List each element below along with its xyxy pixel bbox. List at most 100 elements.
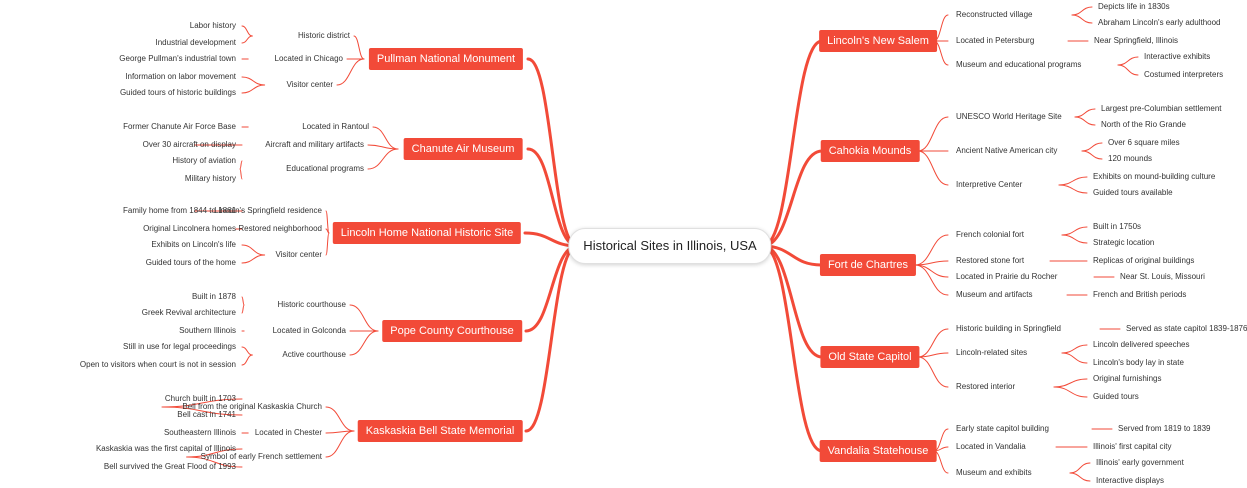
leaf-connector [1074, 108, 1096, 118]
leaf-topic[interactable]: Southern Illinois [179, 326, 236, 335]
leaf-topic[interactable]: George Pullman's industrial town [119, 54, 236, 63]
branch-topic[interactable]: Pope County Courthouse [382, 320, 522, 342]
subtopic[interactable]: Museum and educational programs [956, 60, 1082, 69]
subtopic[interactable]: Restored neighborhood [238, 224, 322, 233]
branch-topic[interactable]: Chanute Air Museum [403, 138, 523, 160]
leaf-topic[interactable]: Original furnishings [1093, 374, 1162, 383]
branch-connector [325, 232, 330, 256]
subtopic[interactable]: Historic district [297, 31, 350, 40]
leaf-topic[interactable]: Lincoln delivered speeches [1093, 340, 1190, 349]
subtopic[interactable]: Restored stone fort [956, 256, 1025, 265]
subtopic[interactable]: French colonial fort [956, 230, 1025, 239]
leaf-topic[interactable]: Military history [184, 174, 236, 183]
leaf-connector [241, 25, 253, 37]
subtopic[interactable]: Interpretive Center [956, 180, 1023, 189]
leaf-topic[interactable]: Abraham Lincoln's early adulthood [1098, 18, 1221, 27]
leaf-topic[interactable]: Served from 1819 to 1839 [1118, 424, 1211, 433]
leaf-topic[interactable]: Interactive exhibits [1144, 52, 1211, 61]
leaf-topic[interactable]: North of the Rio Grande [1101, 120, 1186, 129]
branch-topic[interactable]: Fort de Chartres [819, 254, 917, 276]
subtopic[interactable]: Located in Vandalia [956, 442, 1026, 451]
branch-topic[interactable]: Kaskaskia Bell State Memorial [357, 420, 523, 442]
subtopic[interactable]: Bell from the original Kaskaskia Church [182, 402, 322, 411]
subtopic[interactable]: Historic courthouse [277, 300, 346, 309]
leaf-topic[interactable]: Served as state capitol 1839-1876 [1126, 324, 1247, 333]
subtopic[interactable]: Lincoln-related sites [956, 348, 1028, 357]
leaf-topic[interactable]: Greek Revival architecture [141, 308, 236, 317]
leaf-connector [1081, 142, 1103, 152]
leaf-topic[interactable]: Guided tours of the home [145, 258, 236, 267]
leaf-topic[interactable]: Open to visitors when court is not in se… [79, 360, 236, 369]
subtopic[interactable]: Located in Rantoul [302, 122, 369, 131]
subtopic[interactable]: Reconstructed village [956, 10, 1033, 19]
leaf-topic[interactable]: Largest pre-Columbian settlement [1101, 104, 1222, 113]
leaf-topic[interactable]: Near Springfield, Illinois [1094, 36, 1179, 45]
subtopic[interactable]: Active courthouse [282, 350, 346, 359]
leaf-topic[interactable]: 120 mounds [1108, 154, 1153, 163]
leaf-topic[interactable]: Guided tours of historic buildings [119, 88, 236, 97]
leaf-topic[interactable]: Strategic location [1093, 238, 1155, 247]
leaf-topic[interactable]: Information on labor movement [125, 72, 236, 81]
leaf-topic[interactable]: French and British periods [1093, 290, 1187, 299]
leaf-topic[interactable]: Labor history [189, 21, 236, 30]
leaf-topic[interactable]: Built in 1878 [191, 292, 236, 301]
subtopic[interactable]: Early state capitol building [956, 424, 1049, 433]
leaf-topic[interactable]: Depicts life in 1830s [1098, 2, 1170, 11]
subtopic[interactable]: Visitor center [286, 80, 333, 89]
subtopic[interactable]: Symbol of early French settlement [200, 452, 322, 461]
subtopic[interactable]: Located in Chester [254, 428, 322, 437]
subtopic[interactable]: Aircraft and military artifacts [265, 140, 364, 149]
subtopic[interactable]: Historic building in Springfield [956, 324, 1061, 333]
leaf-topic[interactable]: Bell survived the Great Flood of 1993 [103, 462, 236, 471]
branch-topic[interactable]: Cahokia Mounds [820, 140, 920, 162]
leaf-topic[interactable]: Illinois' first capital city [1093, 442, 1172, 451]
leaf-topic[interactable]: Still in use for legal proceedings [123, 342, 236, 351]
root-topic[interactable]: Historical Sites in Illinois, USA [568, 228, 772, 264]
branch-topic[interactable]: Pullman National Monument [368, 48, 524, 70]
leaf-topic[interactable]: Interactive displays [1096, 476, 1165, 485]
leaf-topic[interactable]: Lincoln's body lay in state [1093, 358, 1184, 367]
leaf-connector [1071, 6, 1093, 16]
leaf-topic[interactable]: Industrial development [155, 38, 237, 47]
leaf-topic[interactable]: Replicas of original buildings [1093, 256, 1195, 265]
branch-topic[interactable]: Lincoln's New Salem [819, 30, 937, 52]
leaf-topic[interactable]: Church built in 1703 [164, 394, 236, 403]
leaf-topic[interactable]: Kaskaskia was the first capital of Illin… [95, 444, 236, 453]
subtopic[interactable]: Located in Prairie du Rocher [956, 272, 1058, 281]
leaf-connector [1074, 116, 1096, 126]
leaf-topic[interactable]: Over 30 aircraft on display [142, 140, 236, 149]
subtopic[interactable]: Located in Petersburg [956, 36, 1035, 45]
leaf-topic[interactable]: Guided tours [1093, 392, 1139, 401]
leaf-connector [241, 244, 266, 256]
subtopic[interactable]: Museum and exhibits [956, 468, 1032, 477]
subtopic[interactable]: UNESCO World Heritage Site [956, 112, 1062, 121]
leaf-topic[interactable]: Near St. Louis, Missouri [1120, 272, 1205, 281]
root-connector [524, 244, 579, 433]
branch-connector [914, 234, 949, 266]
leaf-topic[interactable]: Original Lincolnera homes [143, 224, 236, 233]
subtopic[interactable]: Lincoln's Springfield residence [214, 206, 322, 215]
leaf-topic[interactable]: Family home from 1844 to 1861 [123, 206, 236, 215]
branch-topic[interactable]: Vandalia Statehouse [819, 440, 937, 462]
leaf-topic[interactable]: Bell cast in 1741 [177, 410, 236, 419]
subtopic[interactable]: Located in Golconda [272, 326, 346, 335]
leaf-topic[interactable]: History of aviation [172, 156, 236, 165]
branch-topic[interactable]: Old State Capitol [820, 346, 920, 368]
subtopic[interactable]: Educational programs [286, 164, 364, 173]
leaf-topic[interactable]: Guided tours available [1093, 188, 1173, 197]
subtopic[interactable]: Museum and artifacts [956, 290, 1033, 299]
leaf-topic[interactable]: Built in 1750s [1093, 222, 1142, 231]
leaf-topic[interactable]: Former Chanute Air Force Base [123, 122, 236, 131]
subtopic[interactable]: Restored interior [956, 382, 1016, 391]
subtopic[interactable]: Ancient Native American city [956, 146, 1058, 155]
leaf-topic[interactable]: Costumed interpreters [1144, 70, 1224, 79]
subtopic[interactable]: Located in Chicago [274, 54, 344, 63]
subtopic[interactable]: Visitor center [275, 250, 322, 259]
branch-topic[interactable]: Lincoln Home National Historic Site [332, 222, 522, 244]
leaf-topic[interactable]: Exhibits on Lincoln's life [151, 240, 236, 249]
leaf-topic[interactable]: Exhibits on mound-building culture [1093, 172, 1216, 181]
leaf-connector [241, 354, 253, 366]
leaf-topic[interactable]: Southeastern Illinois [163, 428, 236, 437]
leaf-topic[interactable]: Illinois' early government [1096, 458, 1184, 467]
leaf-topic[interactable]: Over 6 square miles [1108, 138, 1180, 147]
